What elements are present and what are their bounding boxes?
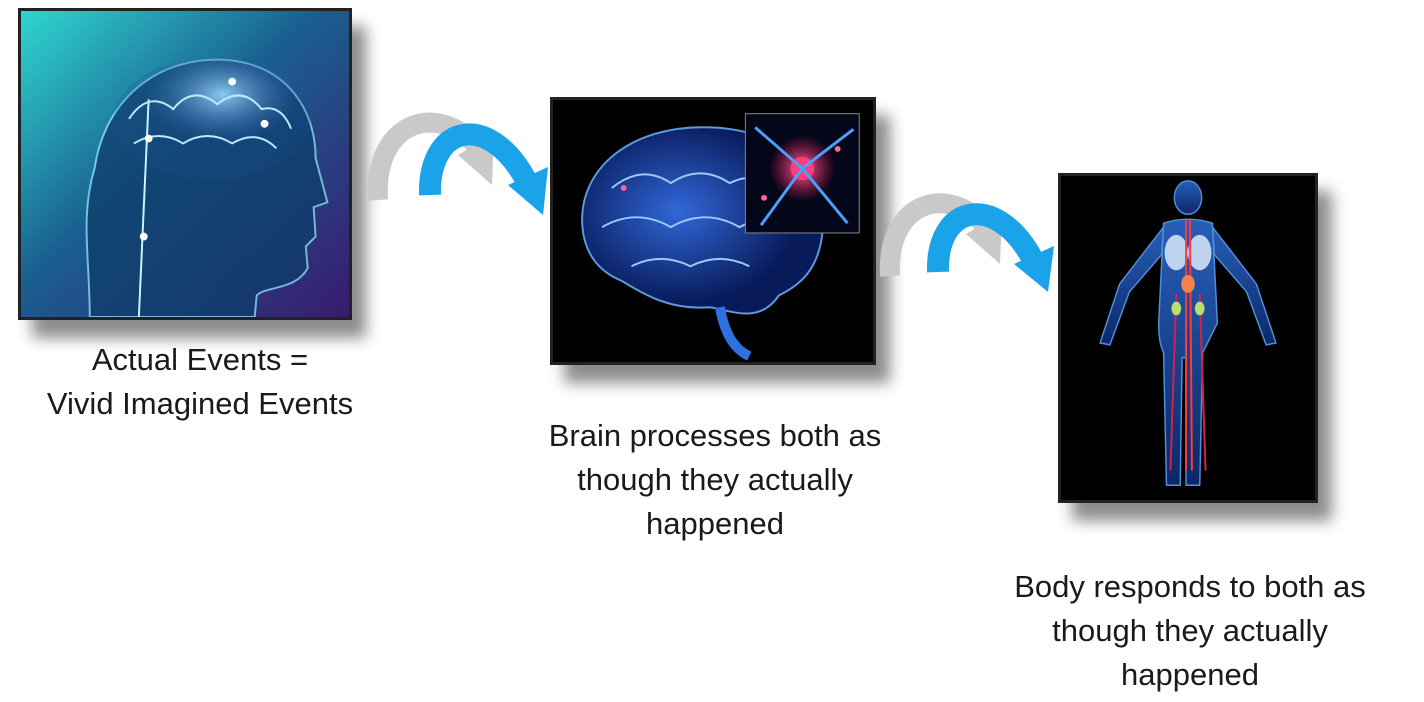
step-1-caption: Actual Events = Vivid Imagined Events — [0, 338, 400, 426]
brain-neuron-image — [550, 97, 876, 365]
step-2-caption: Brain processes both as though they actu… — [500, 414, 930, 546]
head-brain-scan-image — [18, 8, 352, 320]
step-3-caption: Body responds to both as though they act… — [960, 565, 1420, 697]
body-anatomy-image — [1058, 173, 1318, 503]
curved-arrow-icon — [358, 85, 558, 215]
curved-arrow-icon — [872, 168, 1062, 292]
